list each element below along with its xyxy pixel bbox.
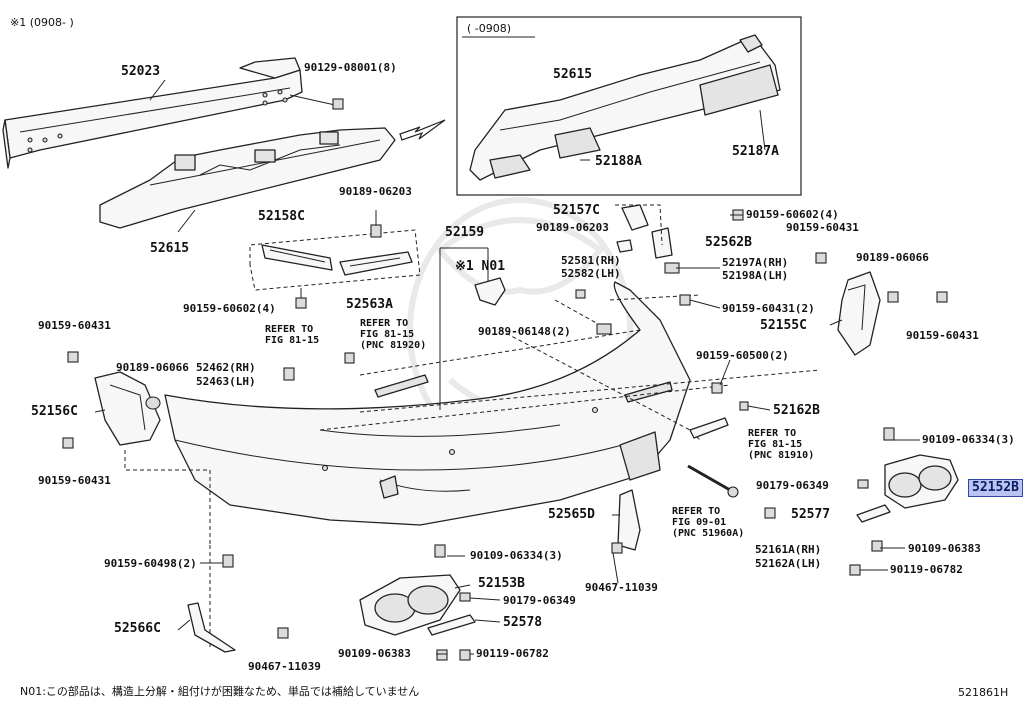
footer-note: N01:この部品は、構造上分解・組付けが困難なため、単品では補給していません: [20, 685, 420, 698]
part-52566C[interactable]: 52566C: [114, 621, 161, 636]
part-90189-06066-right[interactable]: 90189-06066: [856, 251, 929, 264]
part-90467-11039-center[interactable]: 90467-11039: [585, 581, 658, 594]
production-range-note: ※1 (0908- ): [10, 16, 74, 29]
part-52615-inset[interactable]: 52615: [553, 67, 593, 82]
side-bracket-52156C: [94, 371, 161, 446]
part-52161A[interactable]: 52161A(RH): [755, 543, 822, 556]
part-90179-06349-center[interactable]: 90179-06349: [503, 594, 576, 607]
part-52578[interactable]: 52578: [503, 615, 543, 630]
part-90109-06383-center[interactable]: 90109-06383: [338, 647, 411, 660]
bracket-52157C: [616, 204, 673, 259]
retainer-52158C: [261, 244, 333, 271]
mud-guard-52565D: [617, 489, 641, 551]
part-N01[interactable]: ※1 N01: [455, 259, 506, 274]
part-90189-06203-left[interactable]: 90189-06203: [339, 185, 412, 198]
retainer-52563A: [339, 251, 413, 276]
part-52153B[interactable]: 52153B: [478, 576, 525, 591]
part-90159-60431-l2[interactable]: 90159-60431: [38, 474, 111, 487]
energy-absorber-52615: [99, 127, 396, 229]
part-90119-06782-right[interactable]: 90119-06782: [890, 563, 963, 576]
part-52615-main[interactable]: 52615: [150, 241, 190, 256]
refer-fig-81-15-b[interactable]: REFER TO FIG 81-15 (PNC 81920): [360, 318, 427, 351]
inset-frame: [456, 16, 802, 196]
part-52562B[interactable]: 52562B: [705, 235, 752, 250]
part-52462[interactable]: 52462(RH): [196, 361, 256, 374]
part-52162A[interactable]: 52162A(LH): [755, 557, 822, 570]
part-90189-06066-left[interactable]: 90189-06066: [116, 361, 189, 374]
rear-bumper-cover-52159: [164, 281, 691, 526]
part-52152B-highlighted[interactable]: 52152B: [968, 479, 1023, 497]
side-bracket-52155C: [837, 271, 881, 356]
part-90159-60431-r2[interactable]: 90159-60431: [906, 329, 979, 342]
part-90109-06334-right[interactable]: 90109-06334(3): [922, 433, 1015, 446]
part-52577[interactable]: 52577: [791, 507, 831, 522]
part-52162B[interactable]: 52162B: [773, 403, 820, 418]
part-90189-06148[interactable]: 90189-06148(2): [478, 325, 571, 338]
refer-fig-09-01[interactable]: REFER TO FIG 09-01 (PNC 51960A): [672, 506, 745, 539]
arrow-icon: [399, 119, 446, 141]
part-90159-60498[interactable]: 90159-60498(2): [104, 557, 197, 570]
part-52023[interactable]: 52023: [121, 64, 161, 79]
part-90159-60431-l1[interactable]: 90159-60431: [38, 319, 111, 332]
part-90159-60602-right[interactable]: 90159-60602(4): [746, 208, 839, 221]
part-90159-60431-r1[interactable]: 90159-60431: [786, 221, 859, 234]
part-52565D[interactable]: 52565D: [548, 507, 595, 522]
bolt-90129: [332, 98, 344, 110]
part-90179-06349-right[interactable]: 90179-06349: [756, 479, 829, 492]
part-52187A[interactable]: 52187A: [732, 144, 779, 159]
part-90467-11039-left[interactable]: 90467-11039: [248, 660, 321, 673]
part-90109-06383-right[interactable]: 90109-06383: [908, 542, 981, 555]
part-52156C[interactable]: 52156C: [31, 404, 78, 419]
part-90159-60431-2[interactable]: 90159-60431(2): [722, 302, 815, 315]
part-52582[interactable]: 52582(LH): [561, 267, 621, 280]
part-52159[interactable]: 52159: [445, 225, 485, 240]
part-90159-60500[interactable]: 90159-60500(2): [696, 349, 789, 362]
inset-absorber-52615: [469, 34, 781, 181]
part-52188A[interactable]: 52188A: [595, 154, 642, 169]
inset-range-title: ( -0908): [467, 22, 512, 35]
part-52563A[interactable]: 52563A: [346, 297, 393, 312]
bracket-N01: [474, 277, 506, 306]
part-52581[interactable]: 52581(RH): [561, 254, 621, 267]
part-52157C[interactable]: 52157C: [553, 203, 600, 218]
part-52158C[interactable]: 52158C: [258, 209, 305, 224]
reinforcement-bar-52023: [2, 57, 303, 169]
refer-fig-81-15-a[interactable]: REFER TO FIG 81-15: [265, 324, 320, 346]
part-90109-06334-center[interactable]: 90109-06334(3): [470, 549, 563, 562]
part-90129-08001[interactable]: 90129-08001(8): [304, 61, 397, 74]
part-52155C[interactable]: 52155C: [760, 318, 807, 333]
part-90159-60602-left[interactable]: 90159-60602(4): [183, 302, 276, 315]
exhaust-bezel-52152B: [884, 454, 959, 509]
part-52463[interactable]: 52463(LH): [196, 375, 256, 388]
refer-fig-81-15-c[interactable]: REFER TO FIG 81-15 (PNC 81910): [748, 428, 815, 461]
part-90119-06782-center[interactable]: 90119-06782: [476, 647, 549, 660]
part-90189-06203-right[interactable]: 90189-06203: [536, 221, 609, 234]
part-52198A[interactable]: 52198A(LH): [722, 269, 789, 282]
illustration-code: 521861H: [958, 686, 1009, 699]
mud-guard-52566C: [187, 602, 236, 653]
part-52197A[interactable]: 52197A(RH): [722, 256, 789, 269]
exhaust-bezel-52153B: [359, 574, 461, 636]
